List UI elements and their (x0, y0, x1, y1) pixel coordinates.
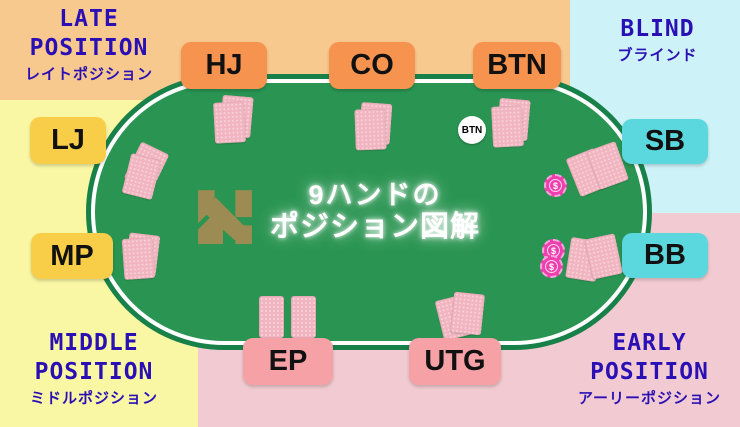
middle-subtitle: ミドルポジション (29, 390, 158, 407)
middle-title-line1: MIDDLE (49, 330, 139, 356)
seat-lj-text: LJ (51, 124, 85, 156)
early-title-line1: EARLY (612, 330, 687, 356)
chip-dollar-symbol: $ (545, 260, 558, 273)
card-back (449, 291, 486, 336)
table-title-line1: 9ハンドの (308, 180, 442, 210)
seat-label-ep: EP (243, 338, 333, 385)
seat-label-hj: HJ (181, 42, 267, 89)
chip-dollar-symbol: $ (549, 179, 562, 192)
seat-label-mp: MP (31, 233, 113, 279)
middle-position-heading: MIDDLE POSITION ミドルポジション (2, 329, 186, 409)
card-back (291, 296, 316, 338)
card-back (259, 296, 284, 338)
table-title-line2: ポジション図解 (269, 211, 480, 243)
dealer-button: BTN (458, 116, 486, 144)
middle-title-line2: POSITION (34, 359, 154, 385)
early-subtitle: アーリーポジション (577, 390, 722, 407)
seat-label-co: CO (329, 42, 415, 89)
seat-co-text: CO (350, 49, 394, 81)
blind-heading: BLIND ブラインド (580, 15, 735, 66)
table-title: 9ハンドの ポジション図解 (245, 180, 505, 244)
late-position-heading: LATE POSITION レイトポジション (0, 5, 178, 85)
early-title-line2: POSITION (590, 359, 709, 385)
card-back (354, 108, 387, 151)
seat-label-utg: UTG (409, 338, 501, 385)
seat-hj-text: HJ (205, 49, 243, 81)
blind-title: BLIND (620, 16, 695, 42)
poker-chip: $ (540, 255, 563, 278)
seat-sb-text: SB (644, 125, 686, 157)
dealer-button-label: BTN (461, 124, 483, 136)
seat-ep-text: EP (268, 345, 308, 377)
seat-utg-text: UTG (424, 345, 486, 377)
card-back (212, 101, 247, 144)
seat-label-bb: BB (622, 233, 708, 278)
seat-label-btn: BTN (473, 42, 561, 89)
poker-chip: $ (544, 174, 567, 197)
seat-label-lj: LJ (30, 117, 106, 164)
card-back (121, 236, 156, 281)
blind-subtitle: ブラインド (617, 47, 698, 64)
late-title-line2: POSITION (29, 35, 149, 61)
late-subtitle: レイトポジション (24, 66, 153, 83)
seat-bb-text: BB (644, 239, 686, 271)
seat-label-sb: SB (622, 119, 708, 164)
seat-btn-text: BTN (487, 49, 547, 81)
early-position-heading: EARLY POSITION アーリーポジション (562, 329, 737, 409)
brand-n-logo (198, 190, 252, 244)
card-back (490, 105, 525, 148)
seat-mp-text: MP (50, 239, 94, 272)
late-title-line1: LATE (59, 6, 119, 32)
